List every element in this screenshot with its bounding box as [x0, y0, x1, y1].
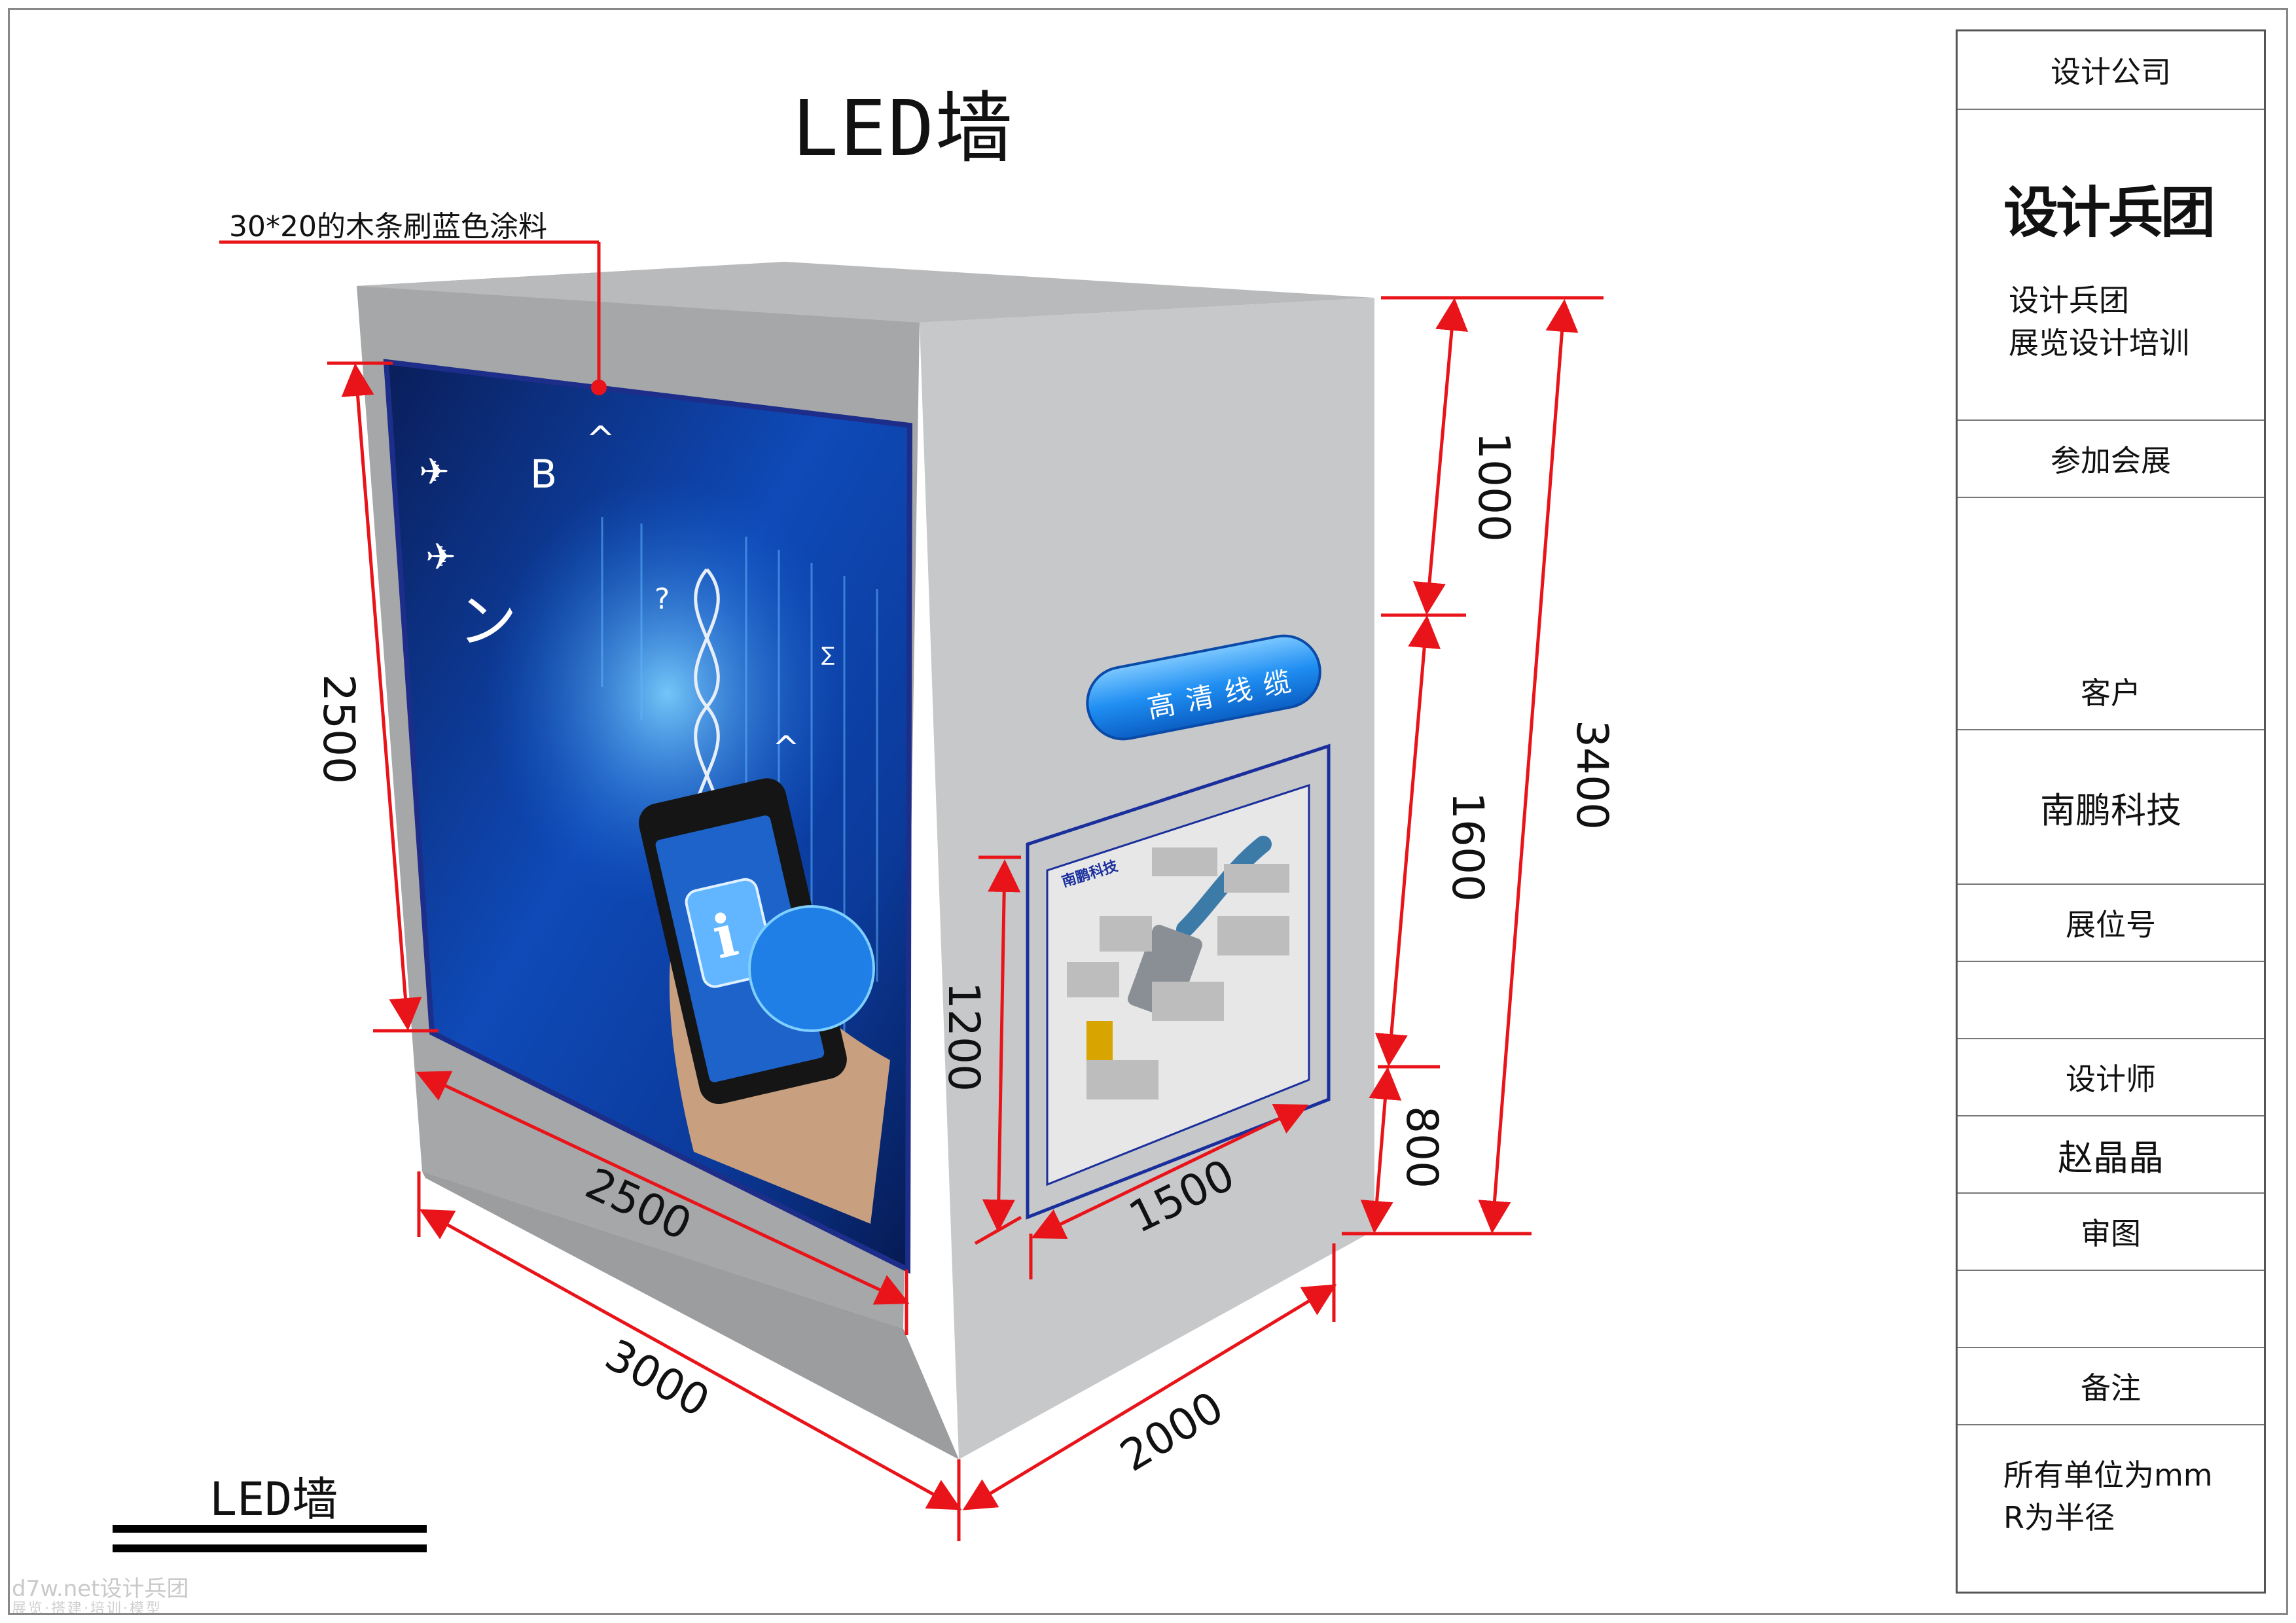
screen-glyphs: B ^ ? ^ ン ✈ ✈ ∑ [419, 419, 834, 767]
led-wall-drawing: B ^ ? ^ ン ✈ ✈ ∑ i 高清线缆 南鹏科技 [113, 240, 1617, 1552]
svg-text:✈: ✈ [425, 536, 456, 579]
illuminated-sign [1086, 634, 1321, 741]
info-panel-notes [1067, 847, 1289, 1099]
svg-text:^: ^ [586, 419, 615, 460]
watermark-line2: 展览·搭建·培训·模型 [12, 1601, 162, 1617]
company-name-line2: 展览设计培训 [2009, 325, 2189, 361]
dim-side-depth: 2000 [1112, 1382, 1232, 1482]
dim-bottom-segment: 800 [1397, 1106, 1447, 1188]
booth-value [1958, 962, 2264, 1039]
notes-label: 备注 [1958, 1348, 2264, 1425]
review-value [1958, 1271, 2264, 1348]
svg-text:ン: ン [458, 587, 517, 656]
company-cell: 设计兵团 设计兵团 展览设计培训 [1958, 110, 2264, 421]
design-company-label: 设计公司 [1958, 31, 2264, 110]
dim-panel-height: 1200 [939, 982, 989, 1092]
legend-label: LED墙 [209, 1472, 338, 1526]
dim-front-width: 3000 [597, 1330, 717, 1427]
company-logo: 设计兵团 [2003, 180, 2215, 245]
dim-top-segment: 1000 [1469, 432, 1519, 542]
notes-line2: R为半径 [2003, 1500, 2115, 1535]
client-label: 客户 [1958, 498, 2264, 730]
callout-text: 30*20的木条刷蓝色涂料 [229, 210, 547, 243]
designer-label: 设计师 [1958, 1039, 2264, 1116]
client-value: 南鹏科技 [1958, 730, 2264, 885]
company-name-line1: 设计兵团 [2009, 283, 2129, 318]
booth-label: 展位号 [1958, 885, 2264, 962]
dimension-lines [219, 240, 1604, 1541]
drawing-title: LED墙 [792, 83, 1014, 173]
notes-cell: 所有单位为mm R为半径 [1958, 1425, 2264, 1594]
globe-graphic [748, 905, 875, 1032]
exhibition-label: 参加会展 [1958, 421, 2264, 498]
legend-bar-bottom [113, 1544, 427, 1552]
title-block: 设计公司 设计兵团 设计兵团 展览设计培训 参加会展 客户 南鹏科技 展位号 设… [1956, 29, 2266, 1594]
watermark-line1: d7w.net设计兵团 [12, 1576, 189, 1602]
svg-text:✈: ✈ [419, 451, 450, 493]
dim-total-height: 3400 [1567, 720, 1617, 830]
cabinet-top-strip [357, 262, 1374, 323]
svg-text:?: ? [655, 582, 670, 616]
svg-text:^: ^ [772, 729, 800, 767]
legend-bar-top [113, 1525, 427, 1533]
designer-value: 赵晶晶 [1958, 1116, 2264, 1194]
svg-text:B: B [530, 452, 557, 497]
notes-line1: 所有单位为mm [2003, 1457, 2213, 1493]
svg-text:∑: ∑ [821, 643, 834, 666]
callout-dot [591, 380, 607, 395]
dim-middle-segment: 1600 [1443, 792, 1493, 902]
review-label: 审图 [1958, 1194, 2264, 1271]
info-panel-border [1026, 743, 1331, 1220]
dim-screen-height: 2500 [314, 674, 364, 784]
